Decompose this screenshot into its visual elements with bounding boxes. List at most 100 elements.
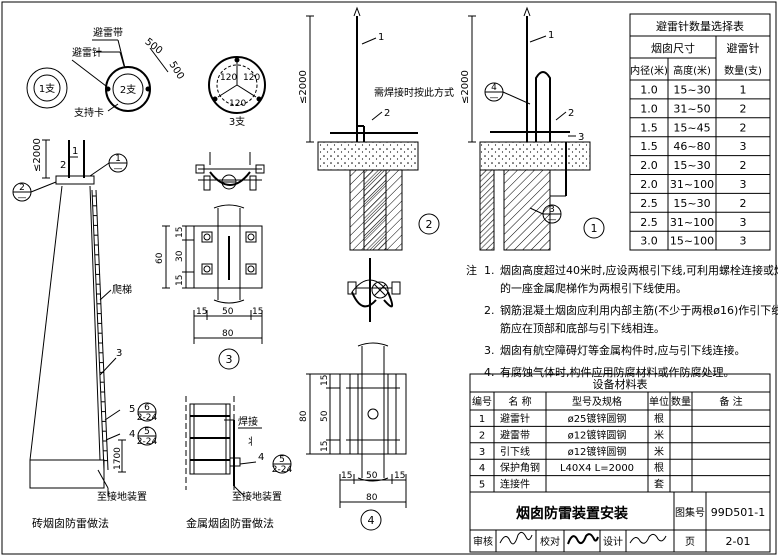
d4-dim-80v: 80 — [299, 410, 309, 422]
note-line: 有腐蚀气体时,构件应用防腐材料或作防腐处理。 — [500, 365, 735, 379]
rod-table-cell: 15~100 — [670, 235, 714, 248]
rod-table-cell: 3 — [740, 140, 747, 153]
title-block: 烟囱防雷装置安装 图集号 99D501-1 审核 校对 设计 页 2-01 — [469, 491, 771, 553]
num-1-brick: 1 — [72, 146, 78, 157]
rod-table-cell: 1.0 — [640, 84, 658, 97]
material-cell: 3 — [479, 447, 485, 458]
d3-dim-15d: 15 — [252, 307, 263, 317]
rod-table-cell: 31~50 — [673, 102, 710, 115]
top-plan-views: 1支 2支 避雷带 避雷针 支持卡 500 500 120 120 120 3支 — [26, 26, 266, 128]
label-to-ground-brick: 至接地装置 — [97, 490, 147, 503]
note-line: 的一座金属爬梯作为两根引下线使用。 — [500, 281, 687, 295]
dim-500-a: 500 — [143, 36, 165, 56]
rod-table-cell: 2 — [740, 197, 747, 210]
metal-chimney-view: 至接地装置 金属烟囱防雷做法 焊接 ⺦ 4 5 2-24 — [185, 396, 293, 530]
rod-table-cell: 1.0 — [640, 102, 658, 115]
callout-2-top: 2 — [19, 183, 25, 193]
design-label: 设计 — [603, 535, 623, 548]
angle-120-b: 120 — [243, 73, 260, 83]
d2-weld-note: 需焊接时按此方式 — [374, 86, 454, 99]
rod-table-cell: 3 — [740, 235, 747, 248]
rod-table-cell: 2.0 — [640, 159, 658, 172]
d2-num-1: 1 — [378, 32, 384, 43]
atlas-number: 99D501-1 — [711, 506, 765, 519]
material-cell: ø12镀锌圆钢 — [568, 428, 627, 441]
callout-5-bot: 2-24 — [137, 437, 158, 447]
note-line: 烟囱高度超过40米时,应设两根引下线,可利用螺栓连接或焊接 — [500, 263, 778, 277]
d1-dim-2000: ≤2000 — [460, 70, 471, 104]
rod-table-cell: 2.5 — [640, 197, 658, 210]
d1-num-2: 2 — [568, 108, 574, 119]
d4-dim-15d: 15 — [394, 471, 405, 481]
callout-6-bot: 2-24 — [137, 413, 158, 423]
rod-table-cell: 15~30 — [673, 84, 710, 97]
rod-table-cell: 15~45 — [673, 121, 710, 134]
material-cell: 保护角钢 — [500, 461, 540, 474]
caption-metal-chimney: 金属烟囱防雷做法 — [186, 516, 274, 530]
callout-6-top: 6 — [144, 403, 150, 413]
rod-table-h-inner: 内径(米) — [630, 64, 668, 77]
detail-4-number: 4 — [368, 514, 375, 527]
caption-brick-chimney: 砖烟囱防雷做法 — [32, 516, 109, 530]
label-to-ground-metal: 至接地装置 — [232, 490, 282, 503]
material-header: 备 注 — [719, 395, 742, 408]
callout-5-metal-top: 5 — [279, 455, 285, 465]
material-header: 编号 — [472, 395, 492, 408]
callout-5-metal-bot: 2-24 — [272, 465, 293, 475]
material-cell: L40X4 L=2000 — [560, 463, 634, 474]
material-cell: 2 — [479, 430, 485, 441]
detail-1-number: 1 — [591, 222, 598, 235]
d3-dim-15a: 15 — [175, 227, 185, 238]
d3-dim-15c: 15 — [196, 307, 207, 317]
note-number: 3. — [484, 344, 495, 357]
rod-table-cell: 1.5 — [640, 121, 658, 134]
material-cell: 避雷带 — [500, 428, 530, 441]
d1-num-3: 3 — [578, 132, 584, 143]
d1-num-1: 1 — [548, 30, 554, 41]
label-support-clip: 支持卡 — [74, 106, 104, 119]
num-2-brick: 2 — [60, 160, 66, 171]
num-4-metal: 4 — [258, 452, 264, 463]
d2-num-2: 2 — [384, 108, 390, 119]
notes-label: 注 — [466, 263, 477, 277]
page-label: 页 — [685, 536, 695, 548]
material-cell: 根 — [654, 461, 664, 474]
note-line: 钢筋混凝土烟囱应利用内部主筋(不少于两根ø16)作引下线,主 — [500, 303, 778, 317]
label-ladder: 爬梯 — [112, 283, 132, 296]
d3-dim-60: 60 — [155, 252, 165, 264]
material-cell: 连接件 — [500, 478, 530, 491]
svg-text:⺦: ⺦ — [246, 436, 256, 448]
callout-5-top: 5 — [144, 427, 150, 437]
d4-dim-80h: 80 — [366, 493, 378, 503]
d4-dim-15b: 15 — [320, 441, 330, 452]
d4-dim-50b: 50 — [366, 471, 378, 481]
detail-1-view: ≤2000 1 2 3 4 — 3 — 1 — [460, 6, 605, 251]
rod-table-cell: 2.0 — [640, 178, 658, 191]
rod-table-cell: 2 — [740, 159, 747, 172]
material-header: 单位 — [649, 395, 669, 408]
material-cell: 套 — [654, 478, 664, 491]
callout-1-bot: — — [114, 164, 123, 174]
d1-callout-3-bot: — — [548, 215, 557, 225]
d1-callout-4-bot: — — [490, 93, 499, 103]
rod-table-h-rod: 避雷针 — [727, 41, 760, 55]
circle2-label: 2支 — [120, 84, 136, 96]
rod-table-title: 避雷针数量选择表 — [656, 19, 744, 33]
rod-table-cell: 15~30 — [673, 197, 710, 210]
rod-table-cell: 3 — [740, 178, 747, 191]
detail-4-view: 15 50 15 80 15 50 15 80 4 — [299, 258, 407, 531]
detail-3-number: 3 — [226, 353, 233, 366]
material-cell: 引下线 — [500, 445, 530, 458]
d4-dim-15a: 15 — [320, 375, 330, 386]
angle-120-c: 120 — [229, 99, 246, 109]
d2-dim-2000: ≤2000 — [298, 70, 309, 104]
num-5-brick: 5 — [129, 404, 135, 415]
callout-2-bot: — — [18, 193, 27, 203]
material-cell: 根 — [654, 412, 664, 425]
rod-table-cell: 46~80 — [673, 140, 710, 153]
rod-table-cell: 3 — [740, 216, 747, 229]
num-3-brick: 3 — [116, 348, 122, 359]
